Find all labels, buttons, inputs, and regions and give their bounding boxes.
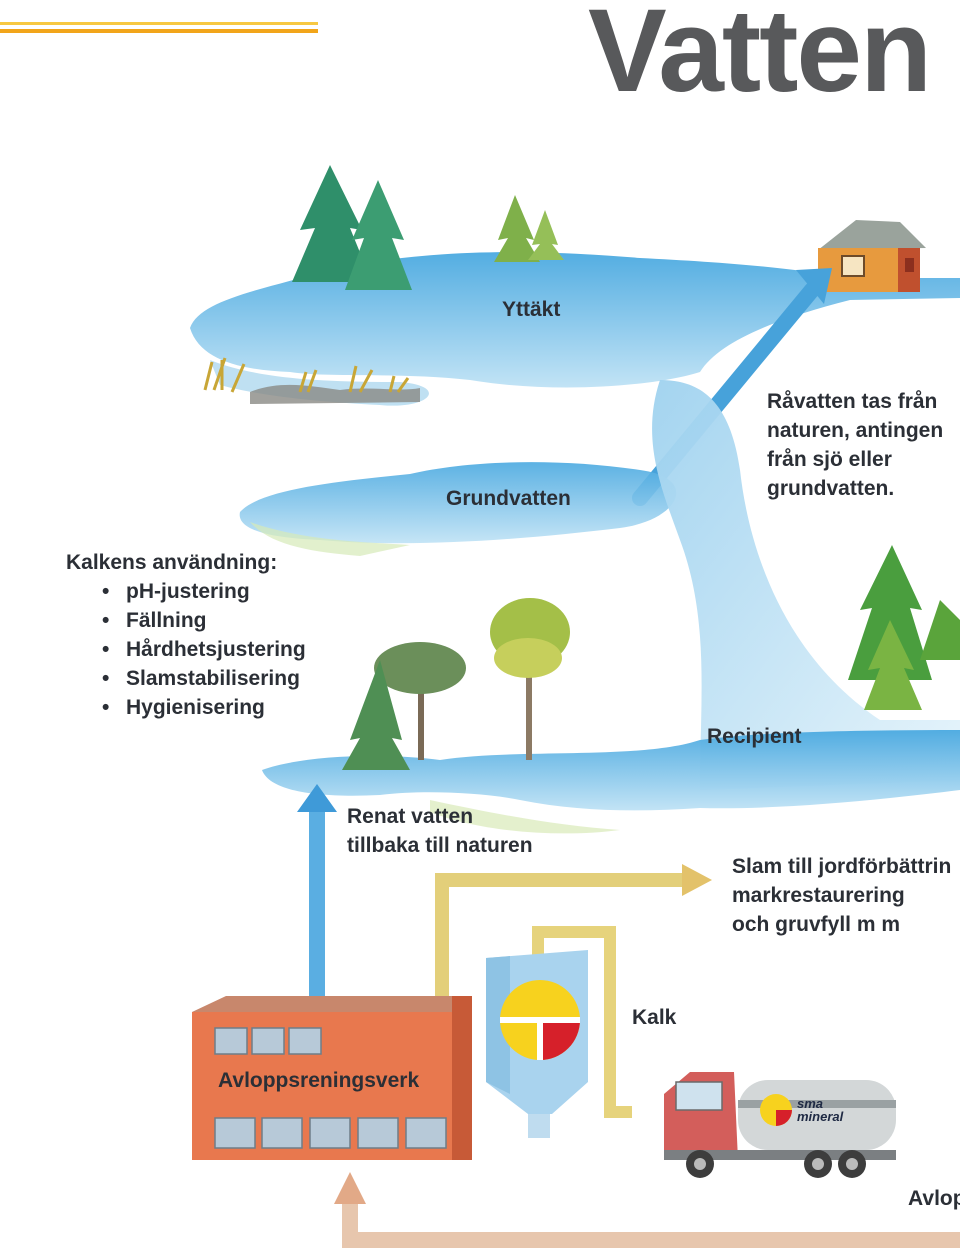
- raw-water-line: från sjö eller: [767, 445, 943, 474]
- lime-uses-list: Kalkens användning: pH-justering Fällnin…: [66, 548, 306, 722]
- label-treatment-plant: Avloppsreningsverk: [218, 1066, 419, 1095]
- clean-water-line: tillbaka till naturen: [347, 831, 533, 860]
- cabin: [818, 220, 926, 292]
- lime-use-item: Fällning: [66, 606, 306, 635]
- lime-use-item: Slamstabilisering: [66, 664, 306, 693]
- page-title: Vatten: [588, 0, 930, 116]
- sludge-line: markrestaurering: [732, 881, 951, 910]
- label-sludge: Slam till jordförbättrin markrestaurerin…: [732, 852, 951, 939]
- sewage-return-arrow: [334, 1172, 960, 1240]
- truck-brand: sma mineral: [797, 1097, 843, 1123]
- lime-use-item: Hårdhetsjustering: [66, 635, 306, 664]
- truck-brand-bottom: mineral: [797, 1110, 843, 1123]
- lime-truck: [664, 1072, 896, 1178]
- sludge-line: Slam till jordförbättrin: [732, 852, 951, 881]
- label-groundwater: Grundvatten: [446, 484, 571, 513]
- label-sewage: Avlop: [908, 1184, 960, 1213]
- clean-water-arrow: [297, 784, 337, 1006]
- label-lime: Kalk: [632, 1003, 676, 1032]
- lime-uses-heading: Kalkens användning:: [66, 548, 306, 577]
- label-raw-water: Råvatten tas från naturen, antingen från…: [767, 387, 943, 503]
- accent-lines: [0, 22, 318, 33]
- raw-water-line: Råvatten tas från: [767, 387, 943, 416]
- label-clean-water: Renat vatten tillbaka till naturen: [347, 802, 533, 860]
- sludge-line: och gruvfyll m m: [732, 910, 951, 939]
- lime-use-item: pH-justering: [66, 577, 306, 606]
- label-uptake: Yttäkt: [502, 295, 560, 324]
- conifer-trees-right: [848, 545, 960, 710]
- label-recipient: Recipient: [707, 722, 802, 751]
- raw-water-line: grundvatten.: [767, 474, 943, 503]
- clean-water-line: Renat vatten: [347, 802, 533, 831]
- lime-use-item: Hygienisering: [66, 693, 306, 722]
- sma-logo: [500, 980, 580, 1060]
- trees-middle: [342, 598, 570, 770]
- raw-water-line: naturen, antingen: [767, 416, 943, 445]
